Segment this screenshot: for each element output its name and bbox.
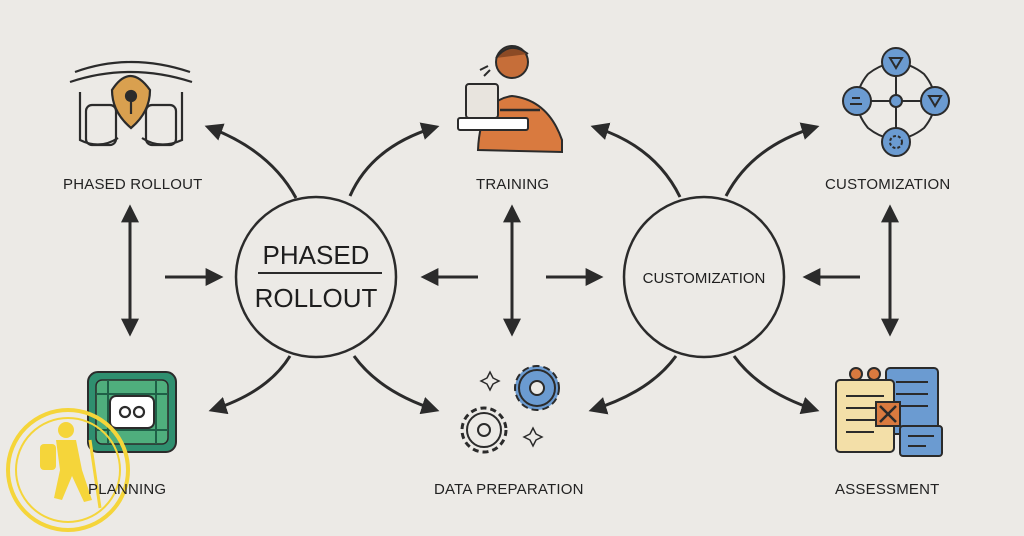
label-phased-rollout: PHASED ROLLOUT	[63, 176, 203, 193]
label-training: TRAINING	[476, 176, 550, 193]
network-nodes-icon	[842, 47, 950, 157]
hub-right-circle	[622, 195, 786, 359]
arrow-hub-right-to-assessment	[732, 355, 820, 415]
arrow-hub-right-to-data-prep	[588, 355, 678, 415]
documents-icon	[835, 367, 943, 457]
arrow-hub-left-to-training	[348, 122, 440, 197]
hub-left-circle	[234, 195, 398, 359]
arrow-hub-right-to-training	[590, 122, 682, 198]
planning-grid-icon	[87, 371, 177, 453]
arrow-hub-right-to-customization	[724, 122, 820, 197]
gears-icon	[460, 365, 560, 454]
arrow-hub-left-to-phased-rollout	[204, 123, 298, 199]
label-assessment: ASSESSMENT	[835, 481, 940, 498]
hiker-watermark-logo	[6, 408, 130, 532]
label-data-preparation: DATA PREPARATION	[434, 481, 584, 498]
hub-left-line1: PHASED	[262, 240, 370, 270]
label-customization: CUSTOMIZATION	[825, 176, 951, 193]
hub-left-line2: ROLLOUT	[254, 283, 378, 313]
shield-keyhole-icon	[69, 60, 193, 147]
hub-right-label: CUSTOMIZATION	[642, 270, 766, 287]
trainer-person-icon	[457, 45, 563, 154]
label-planning: PLANNING	[88, 481, 167, 498]
arrow-hub-left-to-planning	[208, 355, 292, 415]
arrow-hub-left-to-data-prep	[352, 355, 440, 415]
